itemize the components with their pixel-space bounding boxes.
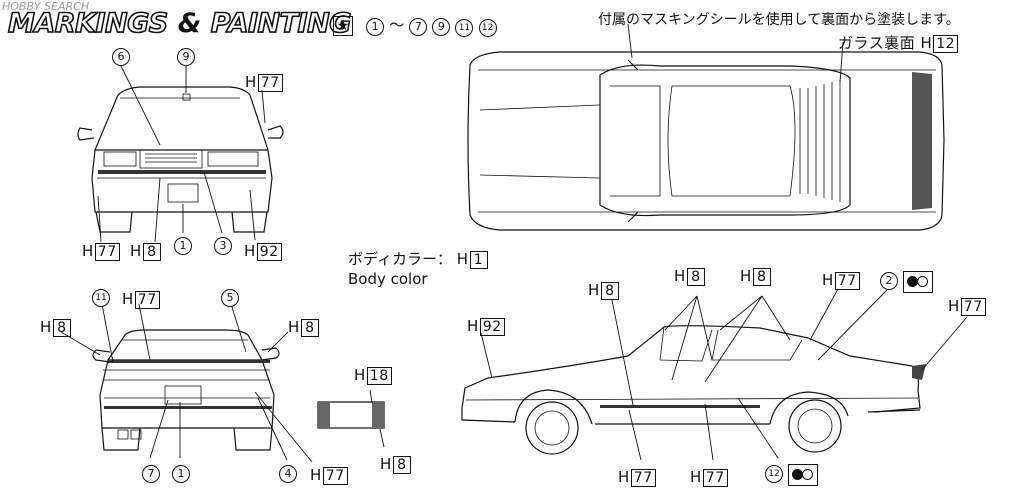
body-color-en: Body color xyxy=(348,270,428,288)
glass-code-box: 12 xyxy=(933,35,959,53)
body-color-code: H xyxy=(456,250,469,268)
rear-callout-7: 7 xyxy=(142,465,160,483)
body-color-jp-text: ボディカラー： xyxy=(348,250,452,268)
front-callout-6: 6 xyxy=(112,48,130,66)
title-painting: PAINTING xyxy=(210,7,352,40)
decal-num-7: 7 xyxy=(409,18,428,36)
top-view-car xyxy=(467,51,945,231)
masking-note: 付属のマスキングシールを使用して裏面から塗装します。 xyxy=(598,12,960,28)
page-title: MARKINGS&PAINTING xyxy=(7,7,352,40)
decal-num-9: 9 xyxy=(432,18,451,36)
decal-summary: ★ 1 〜 7 9 11 12 xyxy=(333,14,497,37)
rear-callout-4: 4 xyxy=(279,465,297,483)
front-callout-1: 1 xyxy=(174,237,192,255)
rear-view-car xyxy=(92,329,280,451)
decal-range-sep: 〜 xyxy=(389,16,405,34)
body-color-box: 1 xyxy=(469,251,488,269)
title-ampersand: & xyxy=(177,8,202,39)
side-view-car xyxy=(461,325,926,455)
side-callout-12: 12 xyxy=(765,465,783,483)
decal-num-12: 12 xyxy=(478,19,497,37)
decal-num-1: 1 xyxy=(366,18,385,36)
rear-callout-5: 5 xyxy=(221,289,239,307)
glass-code: H xyxy=(920,34,933,52)
front-view-car xyxy=(77,86,284,233)
license-plate xyxy=(317,401,385,429)
decal-num-11: 11 xyxy=(455,19,474,37)
watermark: HOBBY SEARCH xyxy=(2,0,90,13)
title-markings: MARKINGS xyxy=(7,7,169,40)
front-callout-9: 9 xyxy=(177,48,195,66)
glass-note-text: ガラス裏面 xyxy=(838,34,916,52)
decal-symbol-2-icon xyxy=(903,271,933,293)
star-icon: ★ xyxy=(333,16,353,36)
decal-symbol-12-icon xyxy=(788,464,818,486)
rear-callout-11: 11 xyxy=(92,289,110,307)
front-callout-3: 3 xyxy=(214,237,232,255)
side-callout-2: 2 xyxy=(880,272,898,290)
rear-callout-1: 1 xyxy=(172,465,190,483)
